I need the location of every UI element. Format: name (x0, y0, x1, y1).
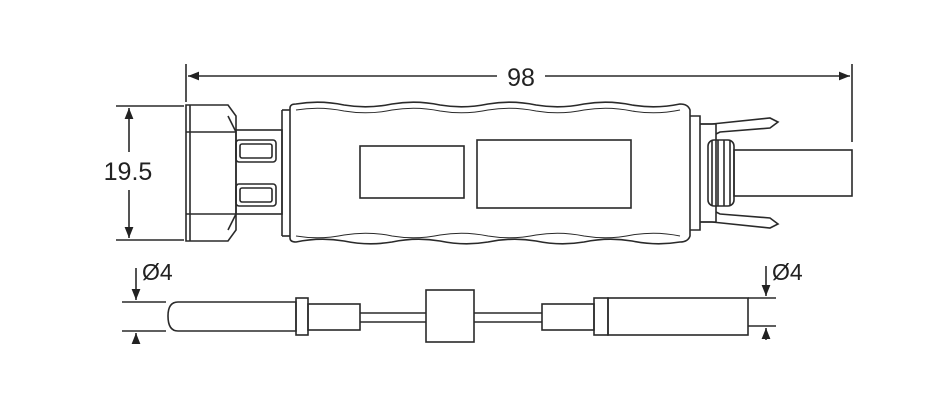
height-dimension (116, 105, 184, 241)
connector-neck (235, 129, 283, 215)
center-sleeve (425, 289, 475, 343)
female-pin (474, 297, 749, 336)
label-window-right (476, 139, 632, 209)
length-label: 98 (507, 64, 535, 92)
hex-nut (185, 104, 237, 242)
left-diameter-label: Ø4 (142, 259, 173, 285)
latch-clips (690, 115, 780, 231)
cable (733, 149, 853, 197)
male-pin (167, 297, 426, 336)
height-label: 19.5 (104, 158, 153, 186)
length-dimension (185, 64, 853, 142)
right-diameter-label: Ø4 (772, 259, 803, 285)
label-window-left (359, 145, 465, 199)
connector-top-view (185, 101, 853, 245)
pins-bottom-view (122, 266, 776, 345)
grip-body (281, 101, 691, 245)
cable-gland (707, 139, 735, 207)
